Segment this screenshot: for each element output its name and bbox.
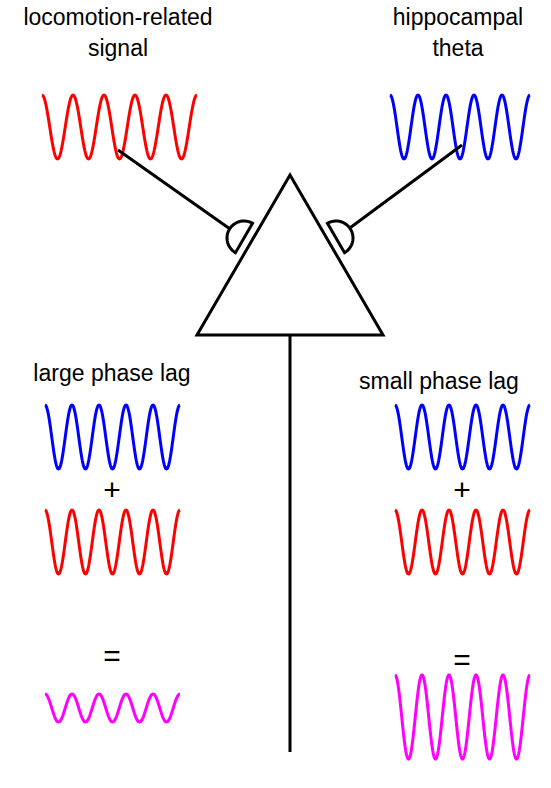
- theta-wave: [390, 95, 530, 159]
- input-fiber: [339, 145, 462, 236]
- neuron-soma: [197, 175, 383, 335]
- signal-label: hippocampal theta: [383, 2, 533, 64]
- condition-label: small phase lag: [329, 366, 549, 397]
- equals-sign: =: [92, 636, 132, 677]
- sum-wave: [395, 675, 530, 759]
- input-fiber: [118, 150, 240, 236]
- plus-sign: +: [92, 470, 132, 511]
- theta-wave: [395, 405, 530, 469]
- equals-sign: =: [442, 640, 482, 681]
- synapse: [227, 221, 253, 253]
- plus-sign: +: [442, 470, 482, 511]
- locomotion-wave: [395, 510, 530, 574]
- axon: [289, 335, 292, 752]
- synapse: [327, 221, 353, 253]
- locomotion-wave: [45, 510, 180, 574]
- condition-label: large phase lag: [2, 358, 222, 389]
- theta-wave: [45, 405, 180, 469]
- sum-wave: [45, 694, 180, 722]
- signal-label: locomotion-related signal: [2, 2, 234, 64]
